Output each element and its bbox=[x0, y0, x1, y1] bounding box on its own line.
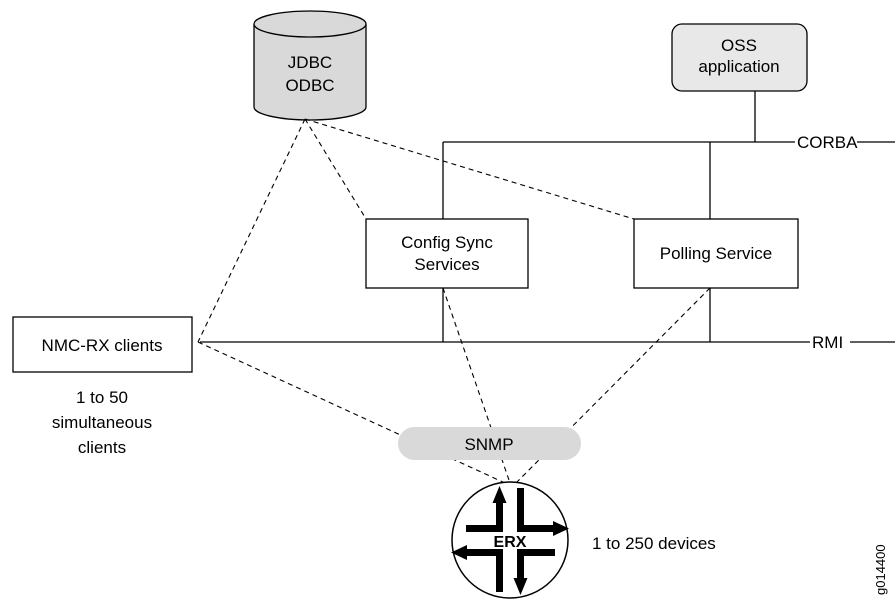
polling-service-box: Polling Service bbox=[633, 218, 799, 289]
erx-circle bbox=[451, 481, 569, 599]
erx-arrow-down bbox=[513, 549, 555, 595]
erx-caption: 1 to 250 devices bbox=[592, 534, 716, 553]
database-top bbox=[253, 10, 367, 38]
db-to-config-sync-dashed bbox=[304, 118, 367, 220]
db-to-polling-dashed bbox=[304, 118, 635, 220]
config-sync-box-shape bbox=[365, 218, 529, 289]
snmp-label: SNMP bbox=[464, 435, 513, 454]
oss-label-line1: OSS bbox=[721, 36, 757, 55]
polling-box-shape bbox=[633, 218, 799, 289]
erx-label: ERX bbox=[494, 534, 527, 551]
polling-label: Polling Service bbox=[660, 244, 772, 263]
nmc-rx-clients-box: NMC-RX clients bbox=[12, 316, 193, 373]
figure-id: g014400 bbox=[873, 544, 888, 595]
snmp-pill: SNMP bbox=[398, 427, 581, 460]
erx-arrow-up bbox=[466, 486, 507, 532]
nmc-caption-line1: 1 to 50 bbox=[76, 388, 128, 407]
erx-router-icon: ERX bbox=[451, 481, 569, 599]
nmc-caption-line3: clients bbox=[78, 438, 126, 457]
database-body bbox=[253, 24, 367, 121]
database-label-line2: ODBC bbox=[285, 76, 334, 95]
snmp-pill-shape bbox=[398, 427, 581, 460]
config-sync-label-line1: Config Sync bbox=[401, 233, 493, 252]
oss-application-box: OSS application bbox=[671, 23, 808, 92]
rmi-label: RMI bbox=[812, 333, 843, 352]
oss-label-line2: application bbox=[698, 57, 779, 76]
oss-box-shape bbox=[671, 23, 808, 92]
erx-arrow-left bbox=[451, 545, 503, 592]
config-sync-services-box: Config Sync Services bbox=[365, 218, 529, 289]
nmc-label: NMC-RX clients bbox=[42, 336, 163, 355]
nmc-caption-line2: simultaneous bbox=[52, 413, 152, 432]
database-label-line1: JDBC bbox=[288, 53, 332, 72]
nmc-to-erx-dashed bbox=[197, 341, 506, 484]
jdbc-odbc-database: JDBC ODBC bbox=[253, 10, 367, 121]
db-to-nmc-dashed bbox=[197, 118, 306, 343]
erx-arrow-right bbox=[517, 488, 569, 536]
corba-label: CORBA bbox=[797, 133, 858, 152]
config-sync-label-line2: Services bbox=[414, 255, 479, 274]
nmc-box-shape bbox=[12, 316, 193, 373]
